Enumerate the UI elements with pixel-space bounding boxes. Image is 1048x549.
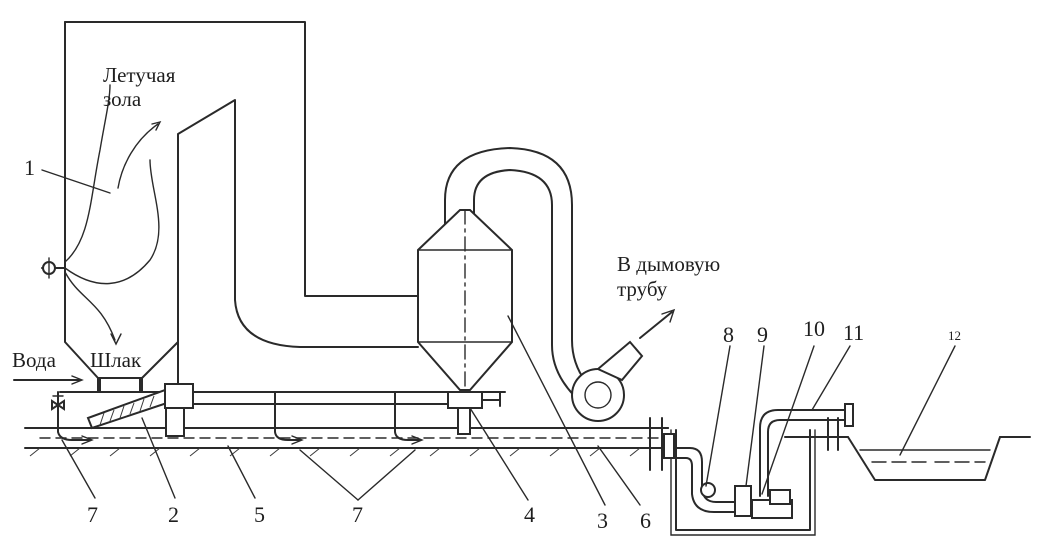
callout-8: 8 xyxy=(723,322,734,347)
valve-icon xyxy=(51,395,65,411)
leader-lines xyxy=(41,169,956,506)
sluice-channel xyxy=(509,417,669,471)
ash-pond xyxy=(847,436,1001,481)
callout-5: 5 xyxy=(254,502,265,527)
callout-3: 3 xyxy=(597,508,608,533)
fly-ash-label: Летучая xyxy=(103,63,176,87)
boiler xyxy=(41,21,419,393)
callout-6: 6 xyxy=(640,508,651,533)
callout-7-mid: 7 xyxy=(352,502,363,527)
pump-station xyxy=(663,403,854,536)
fly-ash-label-line2: зола xyxy=(103,87,142,111)
callout-9: 9 xyxy=(757,322,768,347)
to-chimney-label: В дымовую xyxy=(617,252,720,276)
slag-crusher xyxy=(86,383,194,437)
callout-7-left: 7 xyxy=(87,502,98,527)
slag-label: Шлак xyxy=(90,348,142,372)
ash-header-pipe xyxy=(13,375,506,445)
exhaust-fan xyxy=(571,308,676,422)
water-label: Вода xyxy=(12,348,57,372)
callout-2: 2 xyxy=(168,502,179,527)
callout-10: 10 xyxy=(803,316,825,341)
callout-4: 4 xyxy=(524,502,535,527)
burner-icon xyxy=(41,257,66,279)
callout-12: 12 xyxy=(948,328,961,343)
callout-11: 11 xyxy=(843,320,864,345)
to-chimney-label-line2: трубу xyxy=(617,277,668,301)
callout-1: 1 xyxy=(24,155,35,180)
ash-collector xyxy=(417,147,599,435)
